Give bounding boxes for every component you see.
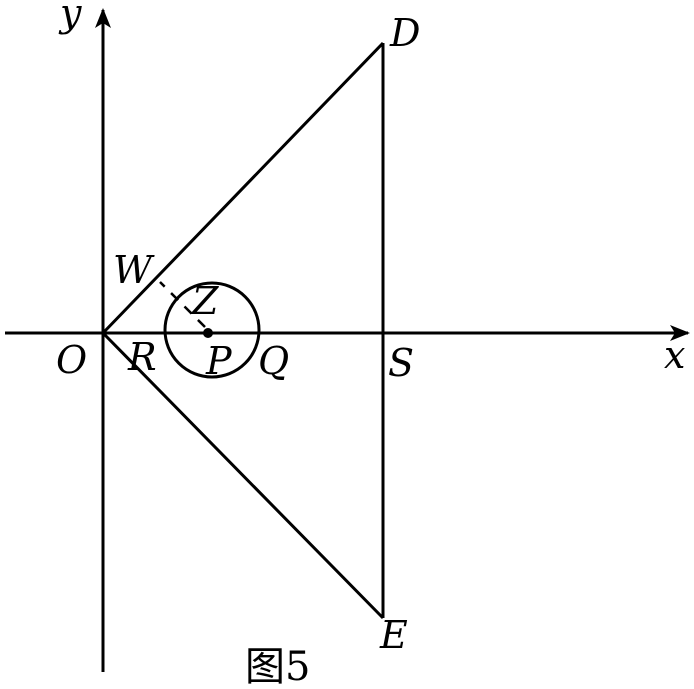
segment-od — [101, 41, 385, 335]
label-z: Z — [191, 279, 219, 323]
circle-p — [163, 281, 261, 379]
label-w: W — [113, 248, 155, 292]
label-e: E — [379, 613, 408, 657]
label-s: S — [388, 341, 414, 385]
label-q: Q — [258, 339, 289, 383]
figure-caption: 图5 — [245, 644, 310, 689]
point-p — [203, 328, 213, 338]
label-p: P — [205, 339, 233, 383]
label-o: O — [56, 338, 87, 382]
label-x: x — [664, 333, 685, 377]
segment-oe — [101, 331, 385, 620]
label-y: y — [58, 0, 82, 35]
label-d: D — [389, 11, 420, 55]
label-r: R — [127, 335, 157, 379]
